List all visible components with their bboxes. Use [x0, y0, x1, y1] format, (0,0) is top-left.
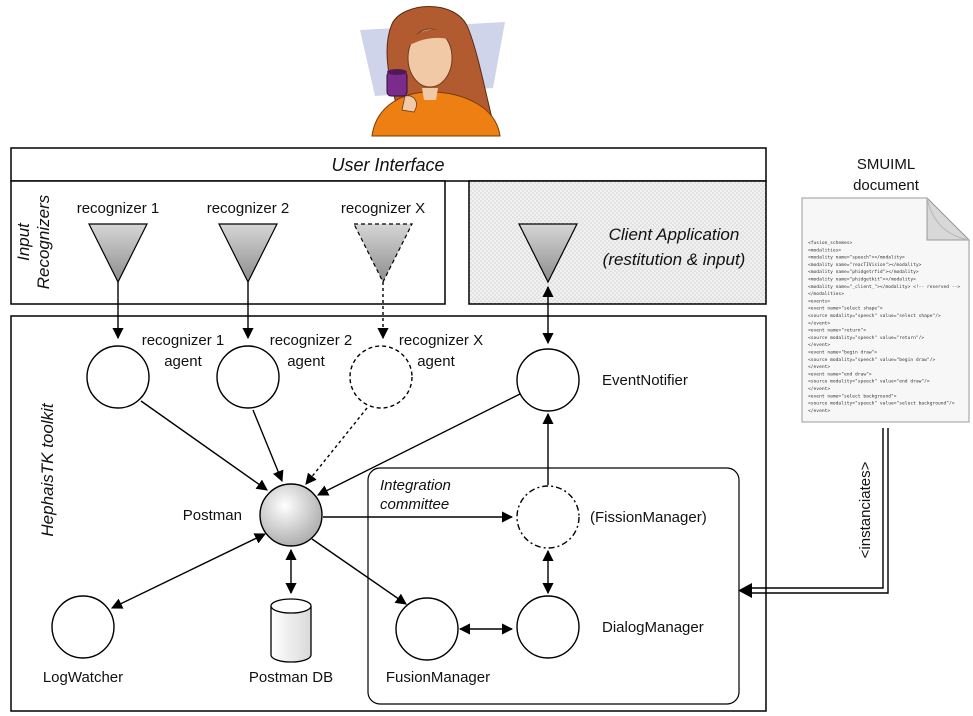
postman-node	[259, 483, 323, 547]
database-icon	[270, 598, 312, 663]
document-line: <source modality="speech" value="begin d…	[808, 357, 935, 363]
client-application-triangle	[518, 223, 578, 284]
recognizer-2-agent-node	[216, 345, 280, 409]
recognizer-2-agent-label-line2: agent	[287, 353, 325, 370]
document-line: <event name="begin draw">	[808, 350, 877, 356]
document-line: <event name="end draw">	[808, 371, 872, 377]
document-line: </event>	[808, 342, 830, 348]
document-line: </modalities>	[808, 291, 844, 297]
integration-committee-label-line2: committee	[380, 496, 449, 513]
document-line: <modality name="phidgetrfid"></modality>	[808, 269, 919, 275]
postman-label: Postman	[183, 507, 242, 524]
document-line: <source modality="speech" value="select …	[808, 313, 941, 319]
event-notifier-node	[516, 348, 580, 412]
document-line: </event>	[808, 364, 830, 370]
document-line: <source modality="speech" value="return"…	[808, 335, 924, 341]
client-application-box	[468, 180, 767, 305]
document-line: <event name="select background">	[808, 393, 897, 399]
document-line: <source modality="speech" value="end dra…	[808, 379, 930, 385]
document-line: <event name="return">	[808, 328, 866, 334]
event-notifier-label: EventNotifier	[602, 372, 688, 389]
log-watcher-node	[51, 595, 115, 659]
document-line: </event>	[808, 408, 830, 414]
document-icon	[801, 196, 971, 423]
document-line: <modalities>	[808, 247, 841, 253]
connections	[110, 282, 554, 635]
integration-committee-label-line1: Integration	[380, 477, 451, 494]
recognizer-1-triangle	[88, 223, 148, 284]
woman-drinking-coffee-icon	[360, 6, 505, 137]
smuiml-title-line1: SMUIML	[857, 156, 915, 173]
recognizer-x-agent-label-line2: agent	[417, 353, 455, 370]
postman-db-label: Postman DB	[249, 669, 333, 686]
client-application-title-line2: (restitution & input)	[603, 250, 746, 269]
document-line: </event>	[808, 320, 830, 326]
recognizer-2-label: recognizer 2	[207, 200, 290, 217]
document-line: <fusion_schemes>	[808, 240, 852, 246]
recognizer-1-agent-label-line1: recognizer 1	[142, 332, 225, 349]
document-line: <events>	[808, 298, 830, 304]
document-line: <modality name="speech"></modality>	[808, 255, 905, 261]
smuiml-document-text: <fusion_schemes> <modalities> <modality …	[808, 240, 960, 414]
fusion-manager-node	[395, 597, 459, 661]
instanciates-arrow	[738, 428, 889, 598]
document-line: <source modality="speech" value="select …	[808, 401, 955, 407]
integration-committee-box	[367, 467, 740, 705]
dialog-manager-label: DialogManager	[602, 619, 704, 636]
instanciates-label: <instanciates>	[857, 461, 874, 558]
toolkit-label: HephaisTK toolkit	[38, 402, 57, 537]
recognizer-1-agent-node	[86, 345, 150, 409]
recognizer-x-triangle	[353, 223, 413, 284]
recognizer-1-agent-label-line2: agent	[164, 353, 202, 370]
recognizer-2-agent-label-line1: recognizer 2	[270, 332, 353, 349]
document-line: <modality name="phidgetkit"></modality>	[808, 277, 916, 283]
document-line: <modality name="_client_"></modality> <!…	[808, 284, 960, 290]
document-line: <modality name="reacTIVision"></modality…	[808, 262, 922, 268]
recognizer-x-agent-node	[349, 345, 413, 409]
smuiml-title-line2: document	[853, 177, 920, 194]
input-recognizers-label-line1: Input	[14, 222, 33, 261]
input-recognizers-label-line2: Recognizers	[34, 194, 53, 289]
document-line: <event name="select shape">	[808, 306, 883, 312]
user-interface-bar	[10, 147, 767, 182]
log-watcher-label: LogWatcher	[43, 669, 123, 686]
client-application-title-line1: Client Application	[609, 225, 740, 244]
recognizer-x-label: recognizer X	[341, 200, 425, 217]
recognizer-x-agent-label-line1: recognizer X	[399, 332, 483, 349]
fusion-manager-label: FusionManager	[386, 669, 490, 686]
dialog-manager-node	[516, 595, 580, 659]
document-line: </event>	[808, 386, 830, 392]
fission-manager-node	[516, 485, 580, 549]
recognizer-1-label: recognizer 1	[77, 200, 160, 217]
recognizer-2-triangle	[218, 223, 278, 284]
user-interface-title: User Interface	[331, 155, 444, 175]
fission-manager-label: (FissionManager)	[590, 509, 707, 526]
